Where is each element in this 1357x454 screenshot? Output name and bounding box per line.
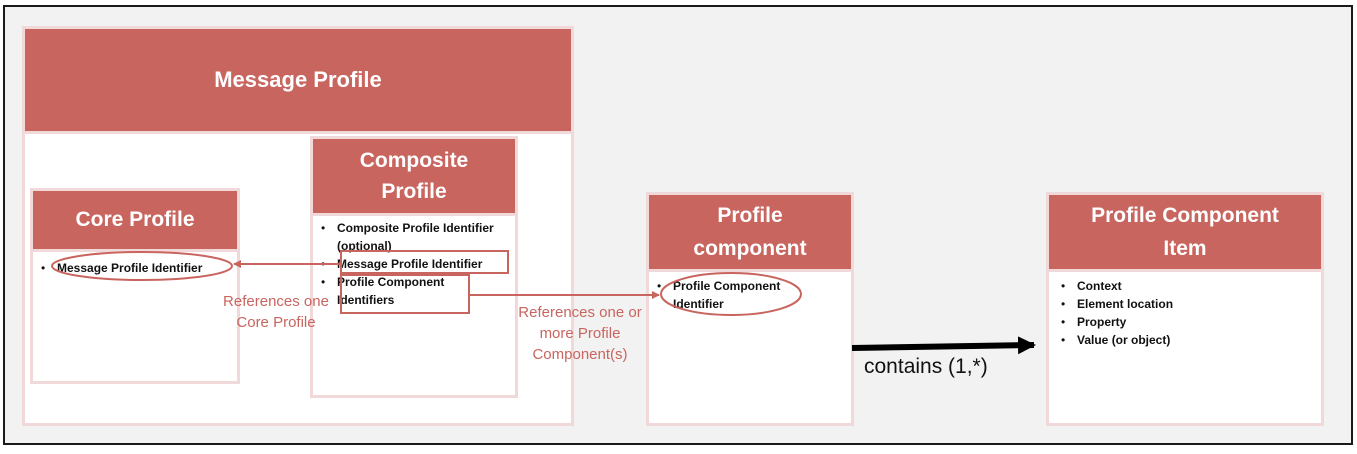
core-profile-list: Message Profile Identifier [35, 259, 235, 277]
list-item: Property [1055, 313, 1295, 331]
list-item: Composite Profile Identifier (optional) [315, 219, 511, 255]
composite-profile-box: Composite Profile Composite Profile Iden… [310, 136, 518, 398]
list-item: Message Profile Identifier [35, 259, 235, 277]
profile-component-item-title-text: Profile Component Item [1091, 204, 1279, 260]
core-profile-box: Core Profile Message Profile Identifier [30, 188, 240, 384]
list-item: Profile Component Identifiers [315, 273, 511, 309]
profile-component-list: Profile Component Identifier [651, 277, 811, 313]
composite-profile-list: Composite Profile Identifier (optional) … [315, 219, 511, 309]
references-core-label: References one Core Profile [223, 293, 329, 331]
contains-label: contains (1,*) [864, 355, 988, 378]
list-item: Value (or object) [1055, 331, 1295, 349]
profile-component-title: Profile component [649, 195, 851, 272]
profile-component-box: Profile component Profile Component Iden… [646, 192, 854, 426]
profile-component-item-list: Context Element location Property Value … [1055, 277, 1295, 349]
profile-component-title-text: Profile component [693, 204, 807, 260]
profile-component-item-box: Profile Component Item Context Element l… [1046, 192, 1324, 426]
message-profile-title: Message Profile [25, 29, 571, 134]
list-item: Context [1055, 277, 1295, 295]
profile-component-item-title: Profile Component Item [1049, 195, 1321, 272]
list-item: Element location [1055, 295, 1295, 313]
references-components-label: References one or more Profile Component… [518, 304, 642, 363]
list-item: Message Profile Identifier [315, 255, 511, 273]
composite-profile-title-text: Composite Profile [359, 149, 469, 203]
core-profile-title: Core Profile [33, 191, 237, 252]
list-item: Profile Component Identifier [651, 277, 811, 313]
composite-profile-title: Composite Profile [313, 139, 515, 216]
